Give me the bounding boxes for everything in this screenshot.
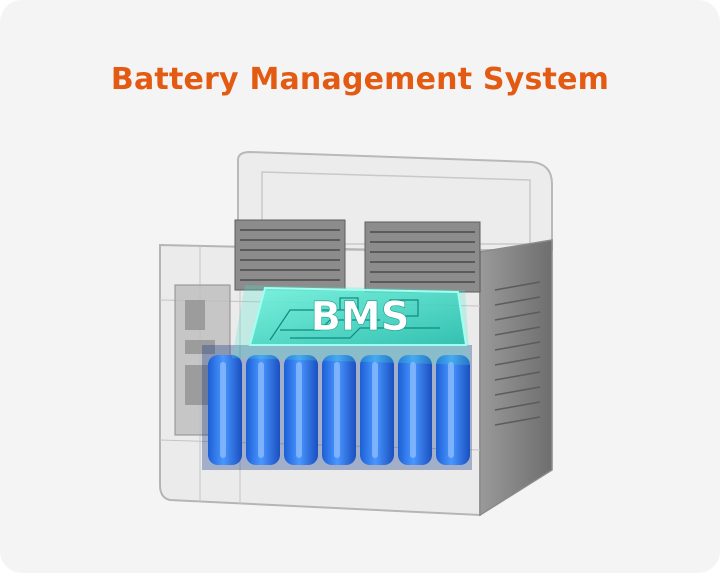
power-station-illustration: BMS — [159, 150, 553, 517]
page-title: Battery Management System — [110, 62, 610, 97]
bms-board — [232, 285, 470, 365]
battery-cells — [202, 345, 472, 470]
heatsinks — [234, 219, 481, 293]
bms-label: BMS — [310, 294, 409, 340]
